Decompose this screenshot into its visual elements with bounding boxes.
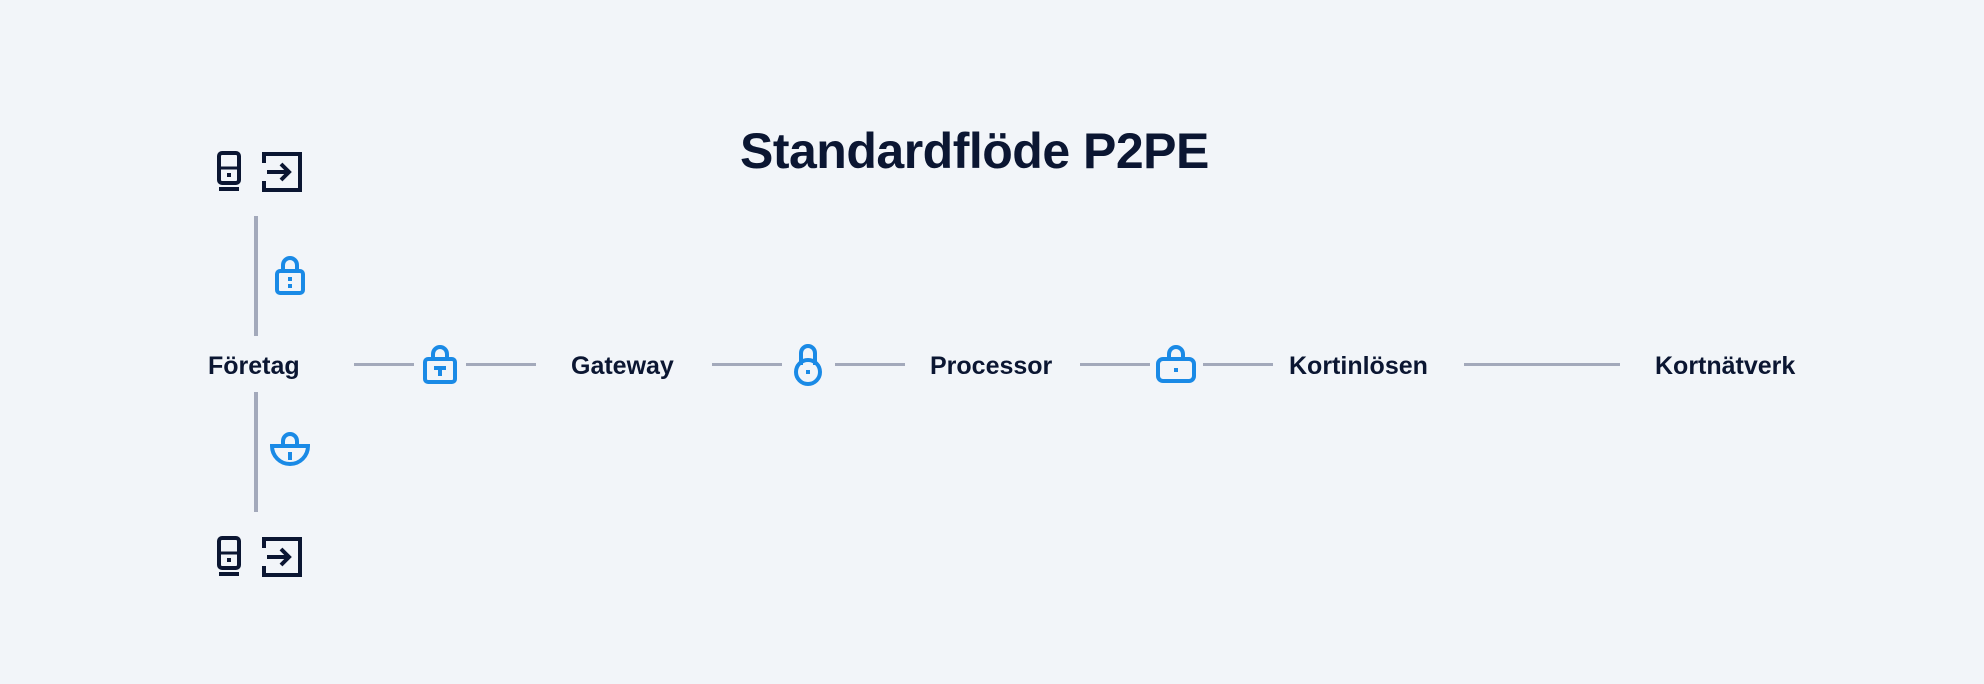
node-foretag: Företag (208, 352, 300, 380)
diagram-title: Standardflöde P2PE (740, 123, 1209, 179)
connector-vertical-bottom (254, 392, 258, 512)
card-terminal-icon (216, 150, 244, 192)
connector-line (835, 363, 905, 366)
padlock-icon (274, 255, 306, 297)
node-gateway: Gateway (571, 352, 674, 380)
card-terminal-icon (216, 535, 244, 577)
node-processor: Processor (930, 352, 1053, 380)
card-entry-icon (261, 151, 303, 193)
card-entry-icon (261, 536, 303, 578)
padlock-icon (422, 343, 458, 385)
padlock-icon (1155, 343, 1197, 385)
connector-line (354, 363, 414, 366)
node-kortinlosen: Kortinlösen (1289, 352, 1428, 380)
connector-line (1203, 363, 1273, 366)
padlock-icon (268, 430, 312, 474)
connector-line (466, 363, 536, 366)
connector-vertical-top (254, 216, 258, 336)
connector-line (712, 363, 782, 366)
connector-line (1464, 363, 1620, 366)
node-kortnatverk: Kortnätverk (1655, 352, 1796, 380)
connector-line (1080, 363, 1150, 366)
padlock-icon (791, 343, 825, 387)
